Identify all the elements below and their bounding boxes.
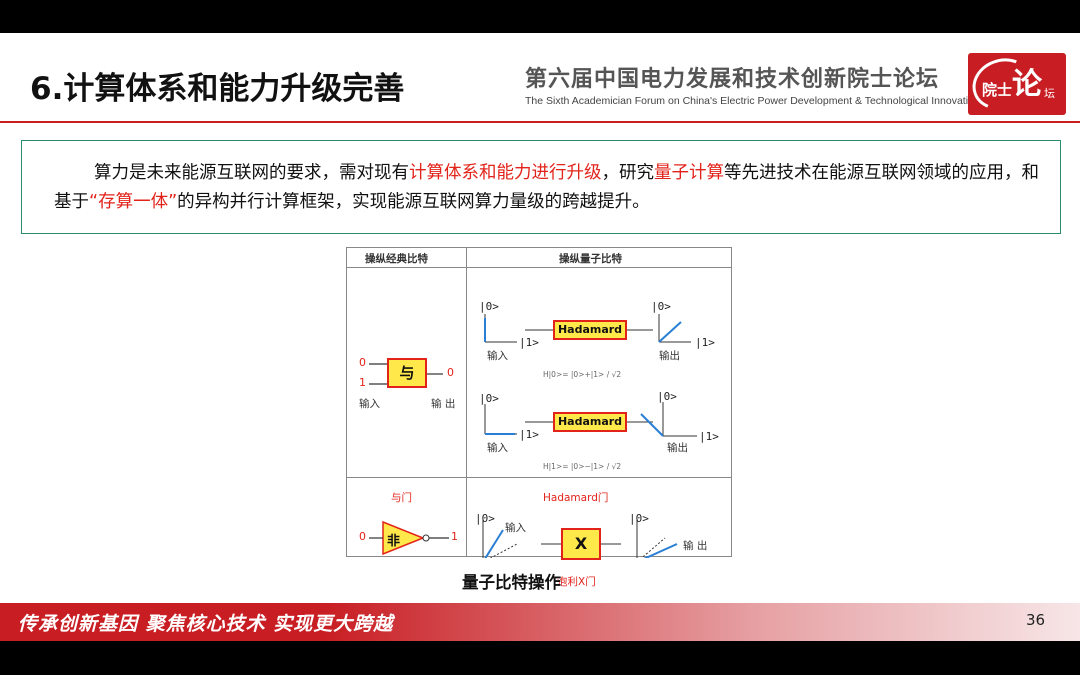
logo-text-b: 论: [1012, 67, 1042, 102]
figure-divider-row: [347, 477, 731, 478]
hadamard-formula-1: H|0>= |0>+|1> / √2: [543, 370, 622, 379]
forum-title-cn: 第六届中国电力发展和技术创新院士论坛: [525, 67, 940, 92]
and-gate: 与: [387, 358, 427, 388]
not-output: 1: [451, 530, 458, 543]
pauli-x-caption: 泡利X门: [557, 576, 596, 588]
footer-slogan: 传承创新基因 聚焦核心技术 实现更大跨越: [18, 613, 394, 635]
logo-text-a: 院士: [982, 81, 1013, 99]
had2-in-ket1: |1>: [519, 428, 539, 441]
hadamard-formula-2: H|1>= |0>−|1> / √2: [543, 462, 622, 471]
summary-seg-3: ，研究: [601, 163, 655, 183]
had2-in-ket0: |0>: [479, 392, 499, 405]
and-input-a: 0: [359, 356, 366, 369]
x-output-label: 输 出: [683, 540, 708, 552]
title-divider: [0, 121, 1080, 123]
summary-seg-1: 算力是未来能源互联网的要求，需对现有: [94, 163, 409, 183]
x-out-ket0: |0>: [629, 512, 649, 525]
had2-input-label: 输入: [487, 442, 508, 454]
hadamard-gate-1: Hadamard: [553, 320, 627, 340]
pauli-x-gate: X: [561, 528, 601, 560]
header-quantum: 操纵量子比特: [559, 253, 622, 265]
quantum-gates-figure: 操纵经典比特 操纵量子比特: [346, 247, 732, 588]
and-input-label: 输入: [359, 398, 380, 410]
and-output: 0: [447, 366, 454, 379]
summary-highlight-1: 计算体系和能力进行升级: [409, 163, 602, 183]
had2-output-label: 输出: [667, 442, 688, 454]
had1-input-label: 输入: [487, 350, 508, 362]
had1-out-ket1: |1>: [695, 336, 715, 349]
figure-caption: 量子比特操作: [462, 573, 561, 592]
page-number: 36: [1026, 611, 1046, 629]
not-input: 0: [359, 530, 366, 543]
not-gate-label: 非: [387, 534, 401, 549]
had1-output-label: 输出: [659, 350, 680, 362]
had2-out-ket1: |1>: [699, 430, 719, 443]
summary-highlight-3: “存算一体”: [89, 192, 178, 212]
figure-divider-header: [347, 267, 731, 268]
slide: 6.计算体系和能力升级完善 第六届中国电力发展和技术创新院士论坛 The Six…: [0, 33, 1080, 641]
x-input-label: 输入: [505, 522, 526, 534]
had1-out-ket0: |0>: [651, 300, 671, 313]
and-gate-caption: 与门: [391, 492, 412, 504]
footer-bar: 传承创新基因 聚焦核心技术 实现更大跨越 36: [0, 603, 1080, 641]
figure-lines: [369, 314, 697, 558]
x-in-ket0: |0>: [475, 512, 495, 525]
hadamard-gate-2: Hadamard: [553, 412, 627, 432]
and-input-b: 1: [359, 376, 366, 389]
had1-in-ket1: |1>: [519, 336, 539, 349]
had1-in-ket0: |0>: [479, 300, 499, 313]
hadamard-gate-caption: Hadamard门: [543, 492, 609, 504]
summary-highlight-2: 量子计算: [654, 163, 724, 183]
page-title: 6.计算体系和能力升级完善: [30, 71, 405, 107]
summary-seg-5: 等先进技术在能源互联网领域的应用，和基于: [54, 163, 1039, 212]
forum-title-en: The Sixth Academician Forum on China's E…: [525, 95, 980, 107]
and-output-label: 输 出: [431, 398, 456, 410]
summary-seg-7: 的异构并行计算框架，实现能源互联网算力量级的跨越提升。: [177, 192, 650, 212]
figure-divider-vertical: [466, 248, 467, 556]
summary-textbox: 算力是未来能源互联网的要求，需对现有计算体系和能力进行升级，研究量子计算等先进技…: [21, 140, 1061, 234]
forum-logo: 院士 论 坛: [968, 53, 1066, 115]
summary-paragraph: 算力是未来能源互联网的要求，需对现有计算体系和能力进行升级，研究量子计算等先进技…: [54, 159, 1040, 217]
logo-text-c: 坛: [1044, 87, 1055, 100]
header-classical: 操纵经典比特: [365, 253, 428, 265]
had2-out-ket0: |0>: [657, 390, 677, 403]
